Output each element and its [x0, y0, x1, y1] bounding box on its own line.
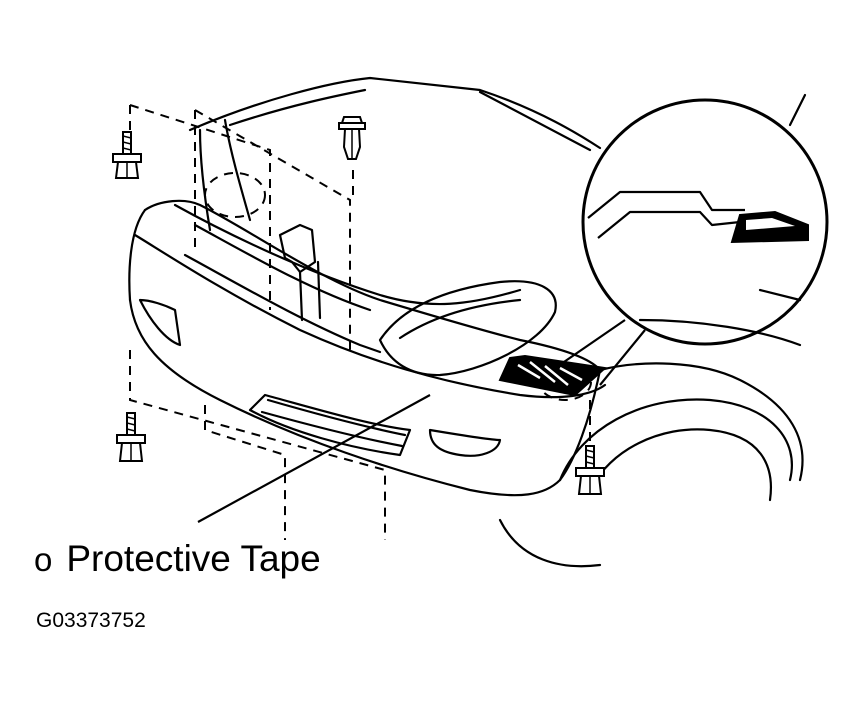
guide-box-left-top	[129, 104, 351, 350]
bolt-icon-lower-left	[116, 412, 146, 462]
bolt-icon-lower-right	[575, 445, 605, 495]
callout-marker: o	[34, 541, 53, 578]
fender-arch	[598, 362, 804, 482]
fog-light-right	[428, 428, 502, 457]
grille-upper	[193, 223, 372, 312]
lower-intake-outline	[248, 393, 412, 457]
fender-side-line	[638, 288, 802, 347]
bumper-top-edge	[143, 199, 602, 372]
lower-intake-slat-1	[266, 398, 407, 437]
hood-crease	[228, 88, 367, 127]
protective-tape-hatch	[517, 361, 583, 386]
protective-tape-area	[498, 354, 608, 397]
engine-bay-line-2	[223, 118, 252, 222]
detail-panel-edge	[587, 190, 745, 219]
wheel-inner	[588, 428, 772, 502]
callout-leader-line	[197, 394, 431, 523]
bolt-icon-upper-left	[112, 131, 142, 179]
bumper-upper-surface	[133, 233, 607, 399]
clip-location-circle-top	[204, 172, 266, 218]
bumper-left-end	[128, 208, 147, 302]
bumper-lower-surface	[128, 298, 562, 497]
callout-label: Protective Tape	[66, 538, 321, 579]
hood-front-edge	[173, 203, 522, 306]
guide-box-bottom	[129, 350, 386, 540]
wheel-lower	[498, 518, 602, 568]
grille-outline	[183, 253, 382, 354]
push-clip-icon	[338, 116, 366, 160]
hood-outline	[188, 76, 602, 150]
figure-id: G03373752	[36, 609, 146, 632]
protective-tape-callout: o Protective Tape	[34, 540, 321, 577]
bumper-right-end	[558, 368, 602, 482]
windshield-line	[478, 90, 592, 152]
engine-bay-line-1	[198, 128, 212, 232]
detail-leader-line-2	[599, 329, 646, 386]
wheel-outer	[558, 398, 793, 482]
headlight-inner	[398, 298, 522, 340]
detail-panel-edge-lower	[597, 210, 741, 239]
detail-tape-highlight	[746, 218, 795, 230]
left-side-recess	[138, 298, 182, 347]
detail-magnifier-circle	[581, 98, 829, 346]
fender-top-line	[788, 93, 807, 127]
lower-intake-slat-2	[260, 410, 404, 448]
